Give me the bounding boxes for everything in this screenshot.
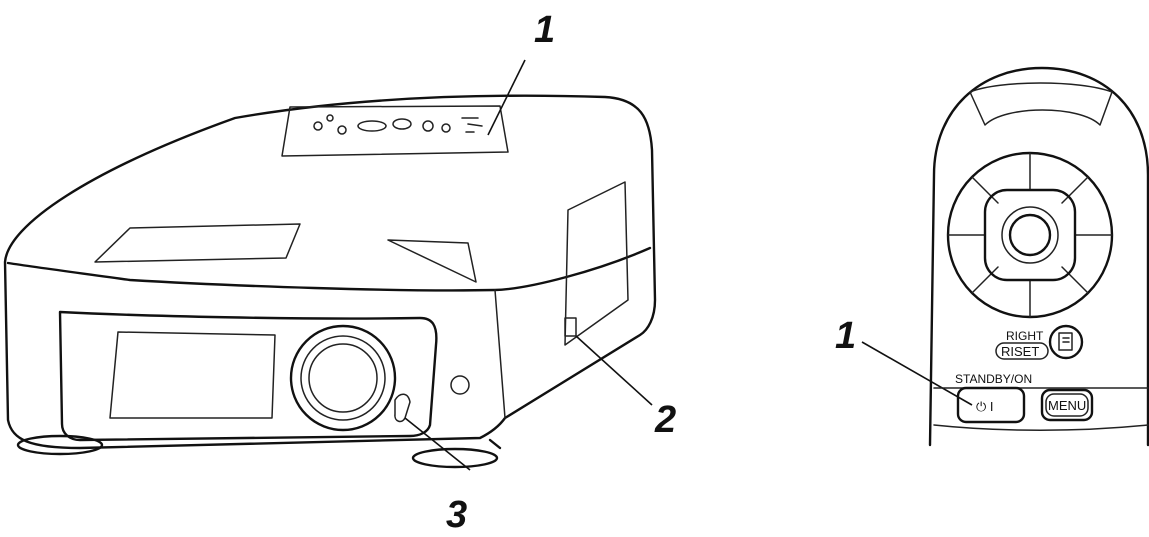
projector [3,94,657,469]
projector-body-top [3,94,657,450]
projector-remote-sensor [450,375,470,395]
projector-side-door [564,181,629,346]
remote-reset-label: RISET [1001,344,1039,359]
projector-control-panel [281,105,509,157]
callout-projector-front: 3 [446,494,467,536]
projector-focus-ring-lever [394,393,411,423]
leader-line-1-remote [861,341,973,406]
remote-control: RIGHT RISET STANDBY/ON ⏻ I MENU [928,66,1149,447]
projector-foot-left [16,434,104,456]
projector-side-seam [494,289,506,419]
remote-right-label: RIGHT [1006,329,1044,343]
remote-standby-button[interactable]: ⏻ I [956,386,1026,424]
remote-reset-button[interactable]: RISET [995,342,1049,360]
remote-direction-pad [946,151,1114,319]
power-icon: ⏻ I [976,399,994,414]
projector-front-window [109,331,276,419]
remote-menu-button[interactable]: MENU [1040,388,1094,422]
remote-body [928,66,1149,447]
leader-line-1-top [487,59,526,136]
projector-top-front-edge [6,246,652,292]
remote-standby-label: STANDBY/ON [955,372,1032,386]
remote-page-button[interactable] [1048,324,1084,360]
projector-vent-right [387,239,477,283]
projector-foot-rear [488,438,502,450]
projector-foot-right [411,447,499,469]
projector-side-switch [564,317,577,337]
callout-remote: 1 [835,315,856,357]
leader-line-2-side [575,335,653,406]
remote-menu-label: MENU [1048,398,1086,413]
remote-lower-edge [933,424,1149,431]
remote-emitter-window [969,82,1113,126]
callout-projector-side: 2 [654,399,676,441]
control-panel-buttons [313,114,483,135]
projector-lens [289,324,397,432]
projector-front-bezel [58,310,438,442]
projector-vent-left [94,223,301,263]
leader-line-3-front [404,417,471,471]
callout-projector-top: 1 [534,9,555,51]
